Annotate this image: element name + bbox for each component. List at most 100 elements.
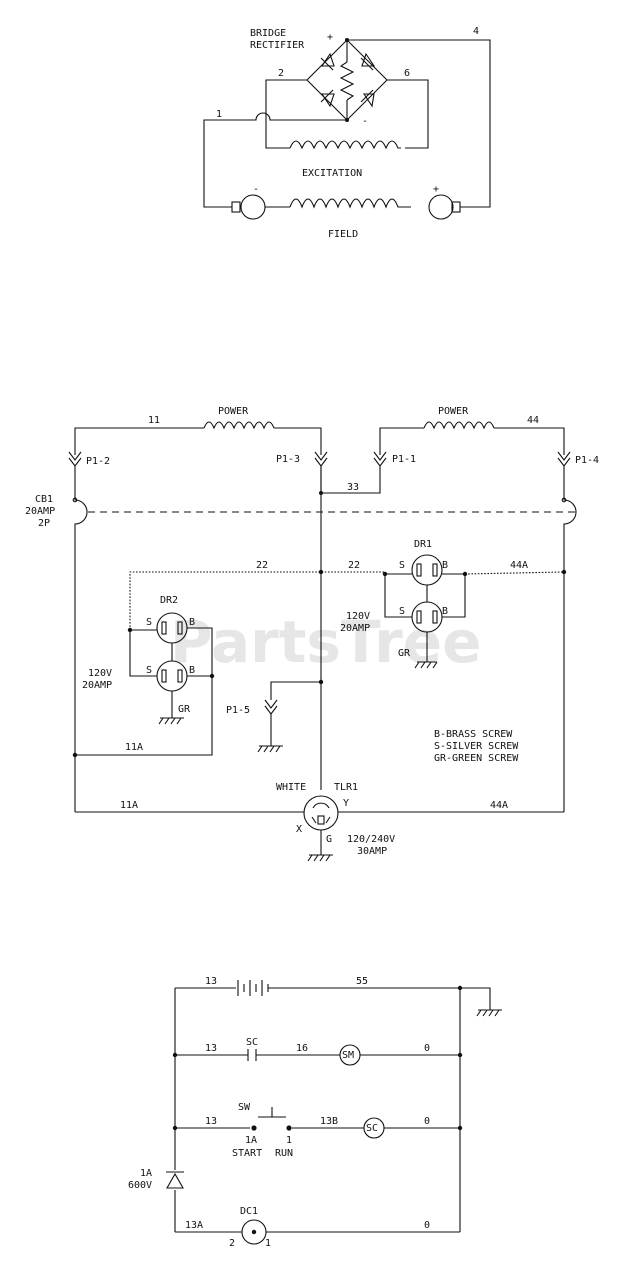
dr1-s-bottom: S [399, 606, 405, 617]
wire-33-label: 33 [347, 482, 359, 493]
wire-13-c-label: 13 [205, 1116, 217, 1127]
bridge-resistor [339, 61, 355, 101]
wire-13a-label: 13A [185, 1220, 203, 1231]
wire-0-c-label: 0 [424, 1220, 430, 1231]
power-coil-left [203, 421, 275, 430]
wire-44 [494, 427, 565, 455]
bridge-minus: - [362, 116, 368, 127]
dr1-label: DR1 [414, 539, 432, 550]
dr2-gr: GR [178, 704, 191, 715]
sw-label: SW [238, 1102, 251, 1113]
tlr1-g: G [326, 834, 332, 845]
dr2-rating-a: 20AMP [82, 680, 112, 691]
dr1-b-top: B [442, 560, 448, 571]
field-brush-right [428, 194, 454, 220]
control-circuit: 13 55 13 SC 16 SM 0 SW 13 13B SC 0 1A 1 … [128, 976, 502, 1249]
dr2-label: DR2 [160, 595, 178, 606]
cb1-label: CB1 [35, 494, 53, 505]
diode-rating-v: 600V [128, 1180, 152, 1191]
field-terminal-right [451, 201, 461, 213]
cb1-pole-left [74, 466, 88, 812]
dc1-pin-1: 1 [265, 1238, 271, 1249]
wire-p1-5 [270, 681, 321, 700]
tlr1-y: Y [343, 798, 349, 809]
wire-44-label: 44 [527, 415, 539, 426]
dr1-rating-v: 120V [346, 611, 370, 622]
start-label: START [232, 1148, 262, 1159]
excitation-coil [289, 140, 401, 150]
wire-22-mid-label: 22 [348, 560, 360, 571]
dc1-pin-2: 2 [229, 1238, 235, 1249]
wire-4 [347, 39, 491, 208]
dr2-b-bottom: B [189, 665, 195, 676]
cb1-poles: 2P [38, 518, 50, 529]
dr2-b-top: B [189, 617, 195, 628]
wire-4-label: 4 [473, 26, 479, 37]
rectifier-title-line1: BRIDGE [250, 28, 286, 39]
legend-green: GR-GREEN SCREW [434, 753, 519, 764]
white-label: WHITE [276, 782, 306, 793]
run-label: RUN [275, 1148, 293, 1159]
wire-44a-top-label: 44A [510, 560, 528, 571]
battery-symbol [237, 980, 269, 996]
wire-2 [265, 79, 307, 149]
dr2-rating-v: 120V [88, 668, 112, 679]
field-label: FIELD [328, 229, 358, 240]
rectifier-title-line2: RECTIFIER [250, 40, 305, 51]
field-coil [289, 198, 411, 209]
dr1-b-bottom: B [442, 606, 448, 617]
wire-0-b-label: 0 [424, 1116, 430, 1127]
wire-11a-bottom-label: 11A [120, 800, 138, 811]
diode-1a [166, 1171, 184, 1189]
field-brush-left [240, 194, 266, 220]
sm-label: SM [342, 1050, 354, 1061]
term-1a-label: 1A [245, 1135, 257, 1146]
legend-silver: S-SILVER SCREW [434, 741, 519, 752]
legend-brass: B-BRASS SCREW [434, 729, 513, 740]
field-terminal-left [231, 201, 241, 213]
wire-16-label: 16 [296, 1043, 308, 1054]
tlr1-x: X [296, 824, 302, 835]
dr1-receptacle [384, 554, 466, 669]
tlr1-receptacle [303, 795, 339, 862]
dr1-s-top: S [399, 560, 405, 571]
wire-2-label: 2 [278, 68, 284, 79]
battery-ground [460, 987, 491, 1010]
wire-13-a-label: 13 [205, 976, 217, 987]
wire-22 [129, 571, 385, 630]
wire-44a-top [464, 571, 565, 575]
wire-6 [387, 79, 429, 149]
tlr1-rating-a: 30AMP [357, 846, 387, 857]
tlr1-label: TLR1 [334, 782, 358, 793]
wire-11a-left-label: 11A [125, 742, 143, 753]
dr2-receptacle [75, 612, 213, 756]
dr2-s-top: S [146, 617, 152, 628]
wire-22-left-label: 22 [256, 560, 268, 571]
wire-11a-left [75, 627, 213, 756]
wire-11-label: 11 [148, 415, 160, 426]
power-right-label: POWER [438, 406, 469, 417]
power-coil-right [423, 421, 495, 430]
wire-44a-bottom-label: 44A [490, 800, 508, 811]
dr1-rating-a: 20AMP [340, 623, 370, 634]
wire-11 [74, 427, 204, 455]
tlr1-rating-v: 120/240V [347, 834, 395, 845]
power-circuit: POWER POWER 11 44 P1-2 P1-3 P1-1 P1-4 33… [25, 406, 599, 862]
diode-rating-a: 1A [140, 1168, 152, 1179]
wire-1 [203, 112, 347, 208]
connector-p1-5 [264, 699, 278, 715]
wire-13-b-label: 13 [205, 1043, 217, 1054]
wire-0-a-label: 0 [424, 1043, 430, 1054]
wire-13b-label: 13B [320, 1116, 338, 1127]
cb1-pole-right [563, 466, 577, 812]
p1-4-label: P1-4 [575, 455, 599, 466]
start-switch [258, 1107, 286, 1118]
bridge-plus: + [327, 32, 333, 43]
field-plus: + [433, 184, 439, 195]
wire-55-label: 55 [356, 976, 368, 987]
rectifier-circuit: BRIDGE RECTIFIER + - 2 6 4 1 EXCITATION [203, 26, 491, 240]
cb1-rating: 20AMP [25, 506, 55, 517]
dr1-gr: GR [398, 648, 411, 659]
wire-6-label: 6 [404, 68, 410, 79]
